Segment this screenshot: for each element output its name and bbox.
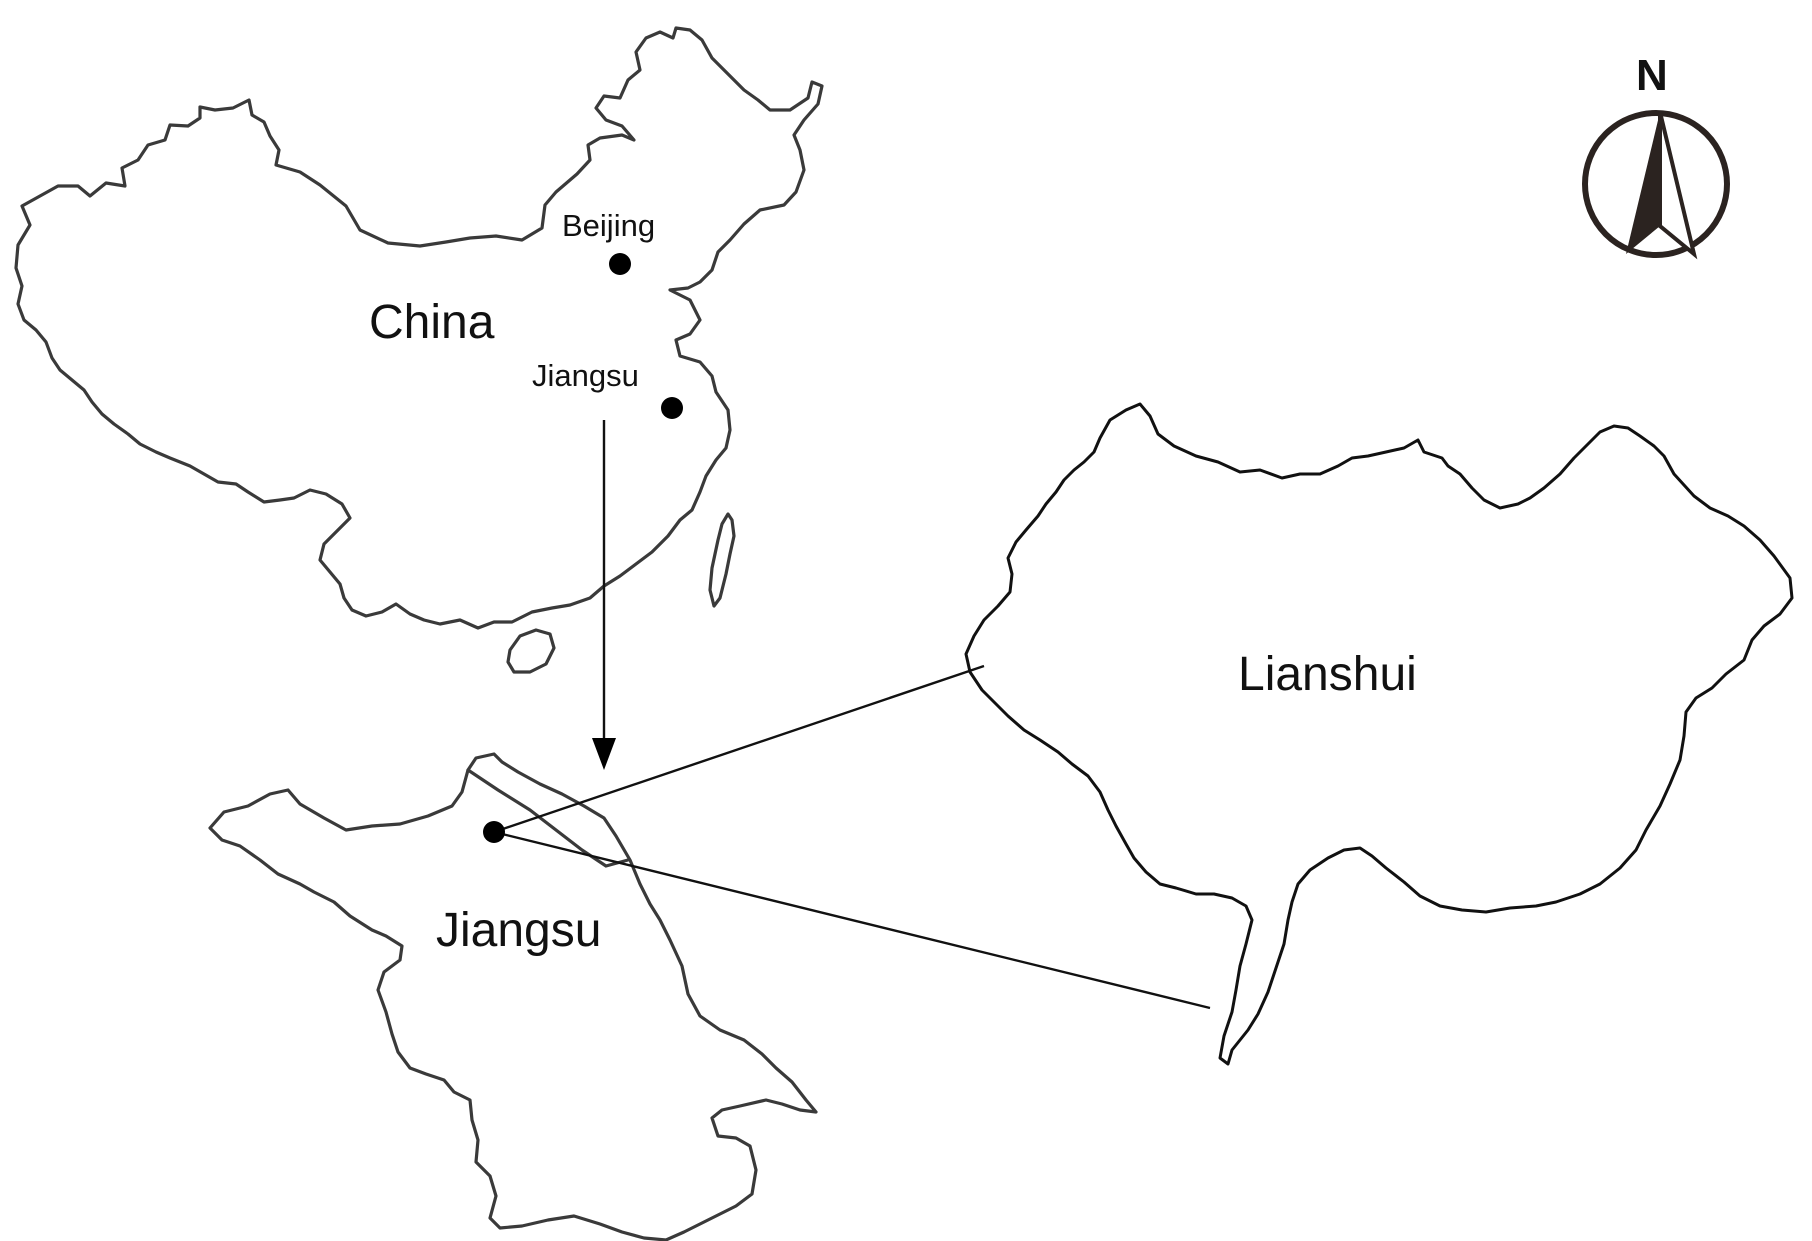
label-lianshui: Lianshui [1238,648,1417,701]
arrow-head-icon [592,738,616,770]
north-arrow-icon: N [1582,51,1730,260]
label-jiangsu-region: Jiangsu [436,904,601,957]
compass-needle-light [1658,111,1698,260]
beijing-point [609,253,631,275]
label-china: China [369,296,495,349]
jiangsu-river [466,768,630,868]
connector-line-lower [493,830,1211,1010]
north-label: N [1636,51,1668,100]
label-jiangsu-point: Jiangsu [532,358,639,393]
compass-needle-dark [1626,112,1660,254]
taiwan-outline [708,512,736,608]
compass-ring [1582,110,1730,258]
china-outline [14,26,824,630]
jiangsu-point-region [483,821,505,843]
hainan-outline [506,628,556,674]
jiangsu-point-china [661,397,683,419]
jiangsu-outline [208,752,818,1241]
label-beijing: Beijing [562,208,655,243]
connector-line-upper [493,664,985,834]
lianshui-outline [964,402,1794,1066]
